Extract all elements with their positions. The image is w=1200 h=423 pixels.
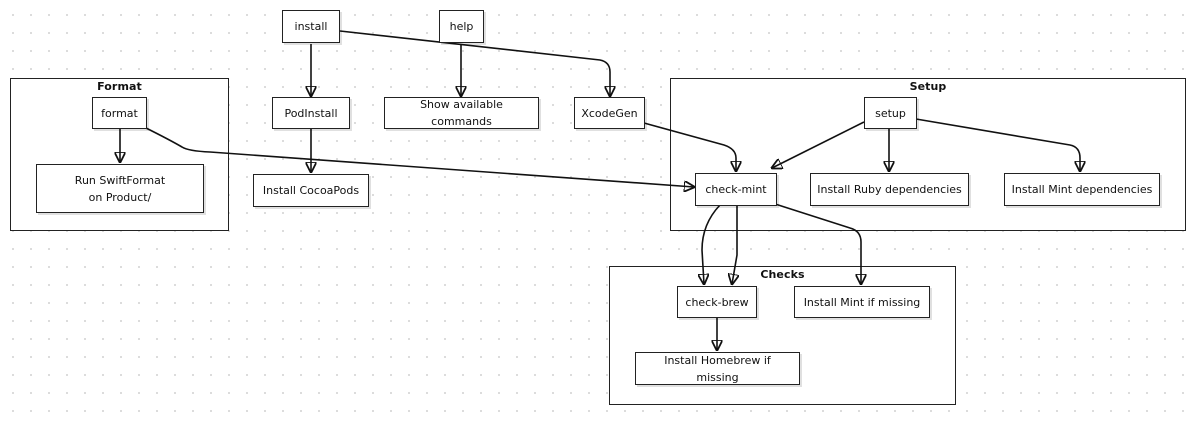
checks-group-title: Checks [760, 268, 805, 281]
install-mint-deps-node[interactable]: Install Mint dependencies [1004, 173, 1160, 206]
help-node[interactable]: help [439, 10, 484, 43]
check-brew-node[interactable]: check-brew [677, 286, 757, 318]
setup-node[interactable]: setup [864, 97, 917, 129]
install-homebrew-node[interactable]: Install Homebrew if missing [635, 352, 800, 385]
xcodegen-node[interactable]: XcodeGen [574, 97, 645, 129]
setup-group-title: Setup [909, 80, 947, 93]
run-swiftformat-node[interactable]: Run SwiftFormat on Product/ [36, 164, 204, 213]
check-mint-node[interactable]: check-mint [695, 173, 777, 206]
install-node[interactable]: install [282, 10, 340, 43]
install-cocoapods-node[interactable]: Install CocoaPods [253, 174, 369, 207]
format-node[interactable]: format [92, 97, 147, 129]
setup-group: Setup [670, 78, 1186, 231]
format-group-title: Format [97, 80, 142, 93]
install-mint-missing-node[interactable]: Install Mint if missing [794, 286, 930, 318]
podinstall-node[interactable]: PodInstall [272, 97, 350, 129]
show-commands-node[interactable]: Show available commands [384, 97, 539, 129]
install-ruby-node[interactable]: Install Ruby dependencies [810, 173, 969, 206]
